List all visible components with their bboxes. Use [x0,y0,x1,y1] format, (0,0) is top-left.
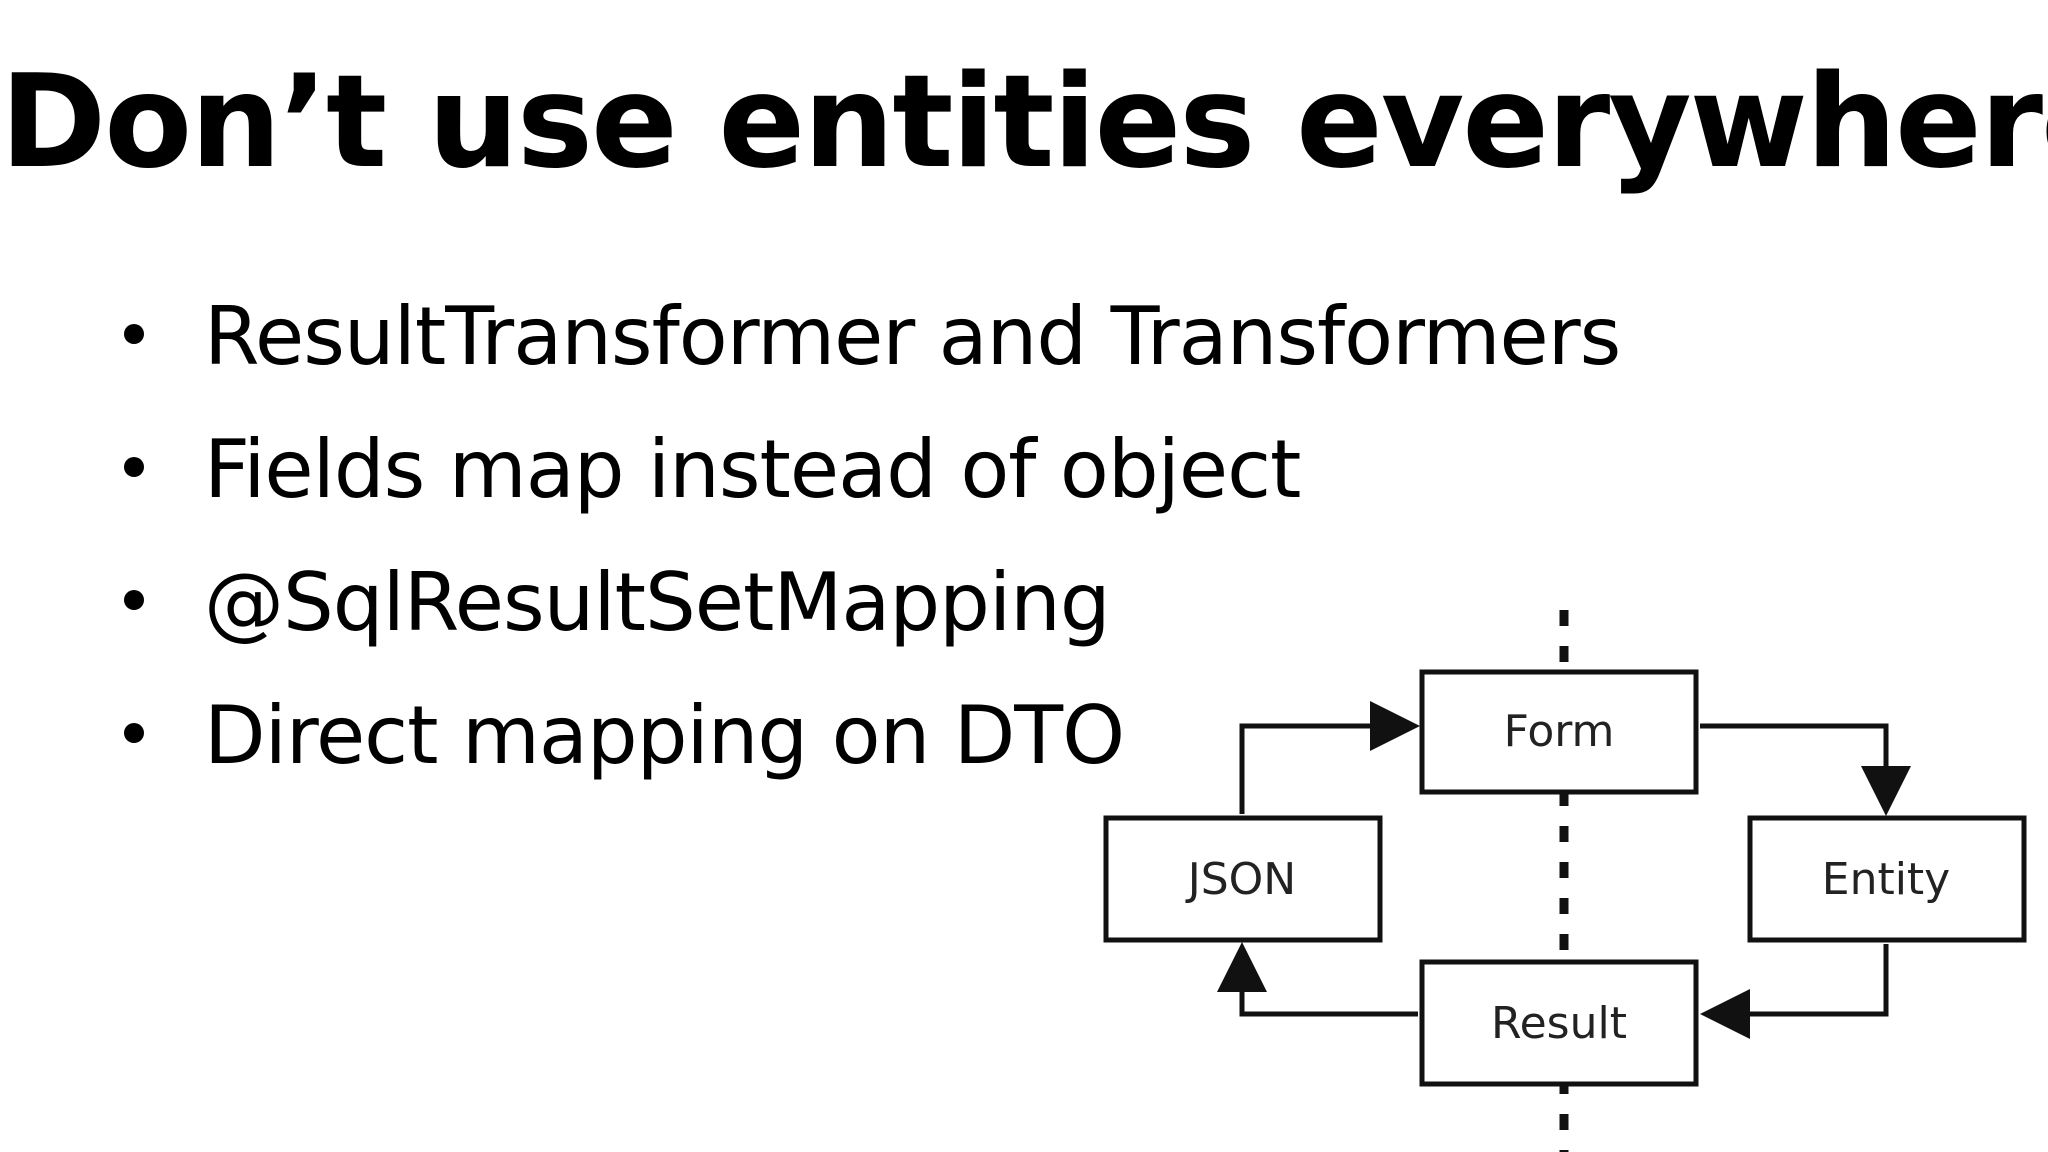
bullet-text: @SqlResultSetMapping [204,556,1111,649]
form-node-label: Form [1504,706,1615,757]
entity-node: Entity [1747,815,2027,943]
slide-title: Don’t use entities everywhere [0,48,2048,197]
form-node: Form [1419,669,1699,795]
result-node: Result [1419,959,1699,1087]
arrow-form-to-entity [1700,723,1911,816]
arrow-json-to-form [1239,701,1420,814]
bullet-icon [124,457,144,477]
arrow-entity-to-result [1700,944,1889,1039]
entity-node-label: Entity [1822,854,1950,905]
bullet-icon [124,590,144,610]
bullet-text: ResultTransformer and Transformers [204,290,1621,383]
result-node-label: Result [1491,998,1627,1049]
bullet-icon [124,723,144,743]
json-node-label: JSON [1185,854,1296,905]
bullet-text: Direct mapping on DTO [204,689,1125,782]
bullet-text: Fields map instead of object [204,423,1301,516]
json-node: JSON [1103,815,1383,943]
bullet-icon [124,324,144,344]
flow-diagram-svg: Form JSON Entity Result [1103,610,2027,1152]
arrow-result-to-json [1217,942,1418,1017]
flow-diagram: Form JSON Entity Result [1090,596,2030,1152]
